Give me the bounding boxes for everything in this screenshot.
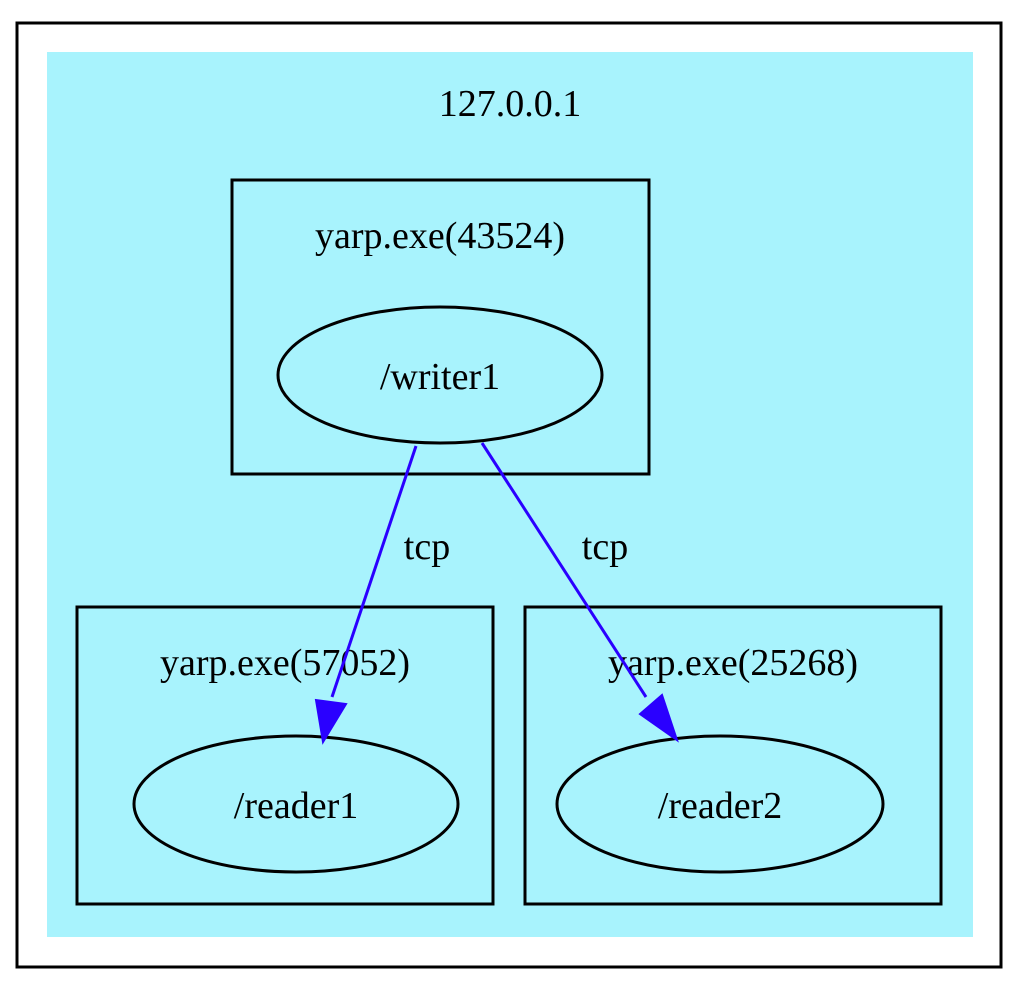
node-reader1[interactable]: /reader1 (132, 734, 460, 874)
process-cluster-reader2: yarp.exe(25268) (523, 605, 943, 906)
node-label: /writer1 (380, 356, 500, 398)
process-label: yarp.exe(43524) (315, 215, 565, 257)
arrowhead-icon (314, 698, 348, 745)
process-label: yarp.exe(57052) (160, 642, 410, 684)
node-writer1[interactable]: /writer1 (276, 305, 604, 445)
edge-label: tcp (582, 526, 628, 568)
edge-writer1-reader2[interactable]: tcp (480, 442, 679, 743)
edge-writer1-reader1[interactable]: tcp (314, 445, 450, 745)
arrowhead-icon (638, 693, 679, 743)
process-label: yarp.exe(25268) (608, 642, 858, 684)
host-label: 127.0.0.1 (439, 83, 582, 125)
node-label: /reader1 (234, 785, 358, 827)
process-cluster-reader1: yarp.exe(57052) (75, 605, 495, 906)
node-label: /reader2 (658, 785, 782, 827)
host-cluster (47, 52, 973, 937)
edge-label: tcp (404, 526, 450, 568)
node-reader2[interactable]: /reader2 (555, 734, 885, 874)
process-cluster-writer: yarp.exe(43524) (230, 178, 651, 476)
